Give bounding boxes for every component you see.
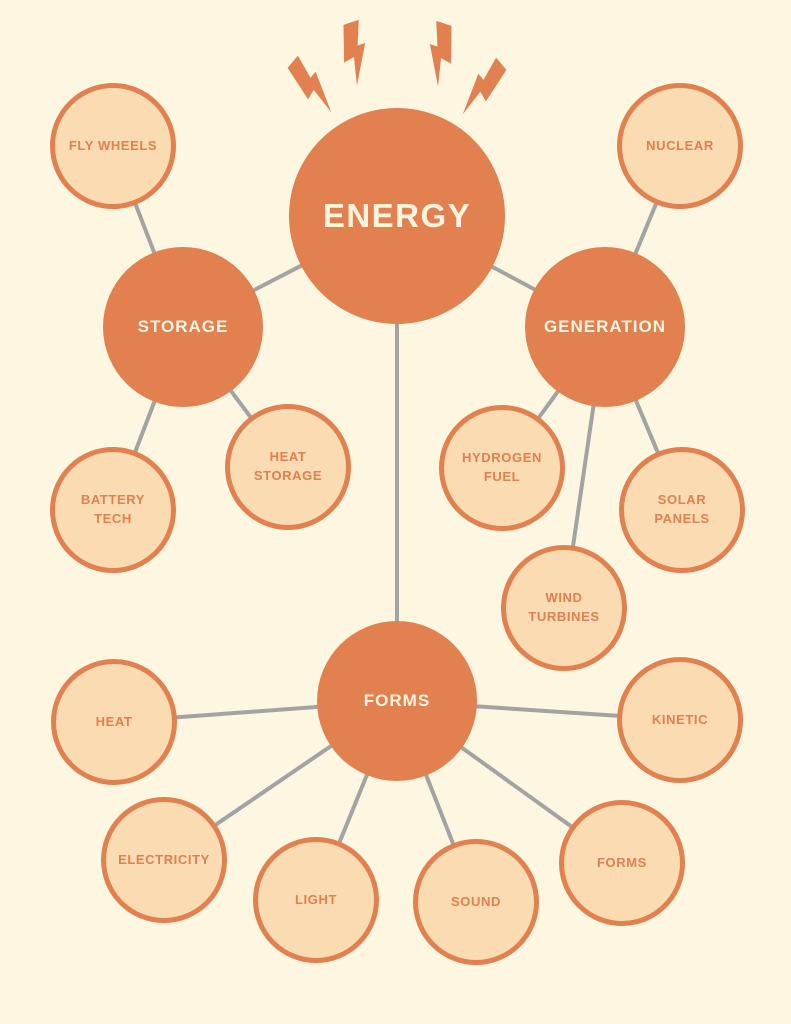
node-forms-child[interactable]: FORMS — [559, 800, 685, 926]
node-solar-panels-label: SOLAR PANELS — [654, 492, 710, 526]
node-heat-label: HEAT — [95, 713, 133, 729]
node-storage[interactable]: STORAGE — [103, 247, 263, 407]
lightning-bolt-icon — [462, 57, 507, 115]
node-nuclear[interactable]: NUCLEAR — [617, 83, 743, 209]
node-forms-hub[interactable]: FORMS — [317, 621, 477, 781]
node-wind-turbines[interactable]: WIND TURBINES — [501, 545, 627, 671]
node-forms-child-label: FORMS — [597, 854, 647, 870]
node-kinetic-label: KINETIC — [651, 711, 709, 727]
node-electricity[interactable]: ELECTRICITY — [101, 797, 227, 923]
node-kinetic[interactable]: KINETIC — [617, 657, 743, 783]
node-storage-label: STORAGE — [137, 317, 229, 336]
node-hydrogen-fuel-label: HYDROGEN FUEL — [462, 450, 542, 484]
node-electricity-label: ELECTRICITY — [118, 851, 210, 867]
node-forms-hub-label: FORMS — [363, 691, 431, 710]
node-nuclear-label: NUCLEAR — [646, 137, 714, 153]
lightning-bolt-icon — [343, 19, 366, 86]
node-heat-storage-label: HEAT STORAGE — [253, 449, 323, 483]
node-battery-tech-label: BATTERY TECH — [80, 492, 146, 526]
node-energy[interactable]: ENERGY — [289, 108, 505, 324]
spark-icons — [287, 19, 507, 115]
lightning-bolt-icon — [287, 55, 332, 113]
node-heat[interactable]: HEAT — [51, 659, 177, 785]
node-sound[interactable]: SOUND — [413, 839, 539, 965]
node-sound-label: SOUND — [451, 893, 501, 909]
node-solar-panels[interactable]: SOLAR PANELS — [619, 447, 745, 573]
node-fly-wheels-label: FLY WHEELS — [68, 137, 158, 153]
node-wind-turbines-label: WIND TURBINES — [528, 590, 600, 624]
node-fly-wheels[interactable]: FLY WHEELS — [50, 83, 176, 209]
node-heat-storage[interactable]: HEAT STORAGE — [225, 404, 351, 530]
node-generation-label: GENERATION — [543, 317, 667, 336]
node-light-label: LIGHT — [295, 891, 337, 907]
node-hydrogen-fuel[interactable]: HYDROGEN FUEL — [439, 405, 565, 531]
node-light[interactable]: LIGHT — [253, 837, 379, 963]
node-generation[interactable]: GENERATION — [525, 247, 685, 407]
lightning-bolt-icon — [429, 20, 452, 87]
node-energy-label: ENERGY — [322, 197, 472, 234]
node-battery-tech[interactable]: BATTERY TECH — [50, 447, 176, 573]
